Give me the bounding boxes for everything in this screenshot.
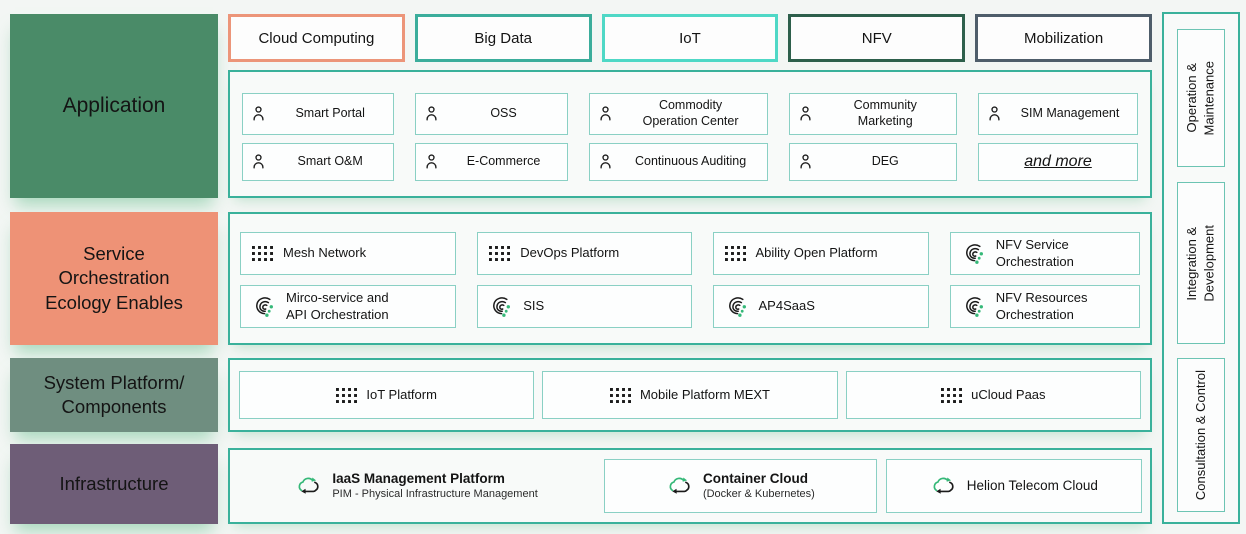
service-item-label: AP4SaaS [758, 298, 815, 314]
person-icon [423, 153, 440, 170]
platform-item-iot-platform: IoT Platform [239, 371, 535, 419]
grid-icon [724, 246, 746, 261]
grid-icon [609, 387, 631, 403]
grid-icon [252, 246, 273, 261]
sidebar-item-consultation-control: Consultation & Control [1177, 358, 1225, 512]
app-item-label: and more [1024, 152, 1092, 170]
category-big-data: Big Data [414, 14, 592, 62]
service-item-label: NFV Resources Orchestration [995, 290, 1088, 322]
app-item-label: SIM Management [1020, 105, 1120, 120]
service-item-ap4saas: AP4SaaS [712, 285, 929, 328]
service-item-mesh-network: Mesh Network [240, 232, 457, 275]
category-row: Cloud Computing Big Data IoT NFV Mobiliz… [228, 14, 1152, 62]
app-item-smart-oandm: Smart O&M [242, 142, 395, 181]
service-item-label: DevOps Platform [520, 245, 620, 261]
infra-item-title: IaaS Management Platform [332, 470, 505, 486]
service-item-label: Mirco-service and API Orchestration [286, 290, 389, 322]
person-icon [797, 105, 814, 122]
infra-item-title: Container Cloud [702, 470, 808, 486]
app-item-label: Commodity Operation Center [642, 98, 739, 128]
platform-item-mobile-platform-mext: Mobile Platform MEXT [542, 371, 838, 419]
app-item-commodity-operation-center: Commodity Operation Center [588, 93, 769, 135]
app-item-deg: DEG [789, 142, 958, 181]
infra-item-subtitle: (Docker & Kubernetes) [702, 487, 815, 500]
app-item-label: Smart O&M [297, 153, 363, 168]
cloud-sync-icon [666, 476, 693, 497]
person-icon [423, 105, 440, 122]
person-icon [797, 153, 814, 170]
swirl-icon [725, 295, 749, 319]
service-item-ability-open-platform: Ability Open Platform [712, 232, 929, 275]
service-item-sis: SIS [477, 285, 692, 328]
person-icon [597, 153, 614, 170]
platform-item-label: IoT Platform [366, 386, 437, 402]
service-item-devops-platform: DevOps Platform [477, 232, 692, 275]
app-item-smart-portal: Smart Portal [242, 93, 395, 135]
category-nfv: NFV [788, 14, 966, 62]
platform-item-label: Mobile Platform MEXT [639, 386, 771, 402]
swirl-icon [962, 242, 986, 266]
cloud-sync-icon [930, 476, 957, 497]
person-icon [250, 105, 267, 122]
category-mobilization: Mobilization [975, 14, 1152, 62]
swirl-icon [252, 295, 276, 319]
service-item-label: Mesh Network [283, 245, 367, 261]
service-item-nfv-resources-orchestration: NFV Resources Orchestration [949, 285, 1140, 328]
infra-item-iaas-management-platform: IaaS Management Platform PIM - Physical … [238, 459, 595, 513]
app-item-and-more: and more [978, 142, 1138, 181]
swirl-icon [489, 295, 513, 319]
app-item-label: OSS [490, 105, 517, 120]
service-item-micro-service-api-orchestration: Mirco-service and API Orchestration [240, 285, 457, 328]
category-cloud-computing: Cloud Computing [228, 14, 405, 62]
cloud-sync-icon [295, 476, 322, 497]
sidebar-item-operation-maintenance: Operation & Maintenance [1177, 29, 1225, 167]
app-item-label: DEG [871, 153, 899, 168]
app-item-oss: OSS [415, 93, 568, 135]
grid-icon [336, 387, 358, 403]
infra-item-subtitle: PIM - Physical Infrastructure Management [332, 487, 538, 500]
person-icon [250, 153, 267, 170]
infra-item-title: Helion Telecom Cloud [966, 477, 1098, 493]
person-icon [597, 105, 614, 122]
service-item-label: Ability Open Platform [755, 245, 878, 261]
application-items-container: Smart Portal OSS Commodity Operation Cen… [228, 70, 1152, 198]
layer-label-system-platform: System Platform/ Components [10, 358, 218, 432]
app-item-label: Continuous Auditing [634, 153, 747, 168]
platform-item-label: uCloud Paas [971, 386, 1046, 402]
swirl-icon [962, 295, 986, 319]
person-icon [986, 105, 1003, 122]
grid-icon [941, 387, 963, 403]
layer-label-application: Application [10, 14, 218, 198]
app-item-label: E-Commerce [466, 153, 541, 168]
app-item-community-marketing: Community Marketing [789, 93, 958, 135]
service-item-label: NFV Service Orchestration [995, 237, 1074, 269]
layer-label-infrastructure: Infrastructure [10, 444, 218, 524]
service-item-label: SIS [523, 298, 545, 314]
sidebar-item-label: Consultation & Control [1193, 369, 1209, 501]
service-item-nfv-service-orchestration: NFV Service Orchestration [949, 232, 1140, 275]
infra-item-helion-telecom-cloud: Helion Telecom Cloud [885, 459, 1142, 513]
platform-item-ucloud-paas: uCloud Paas [845, 371, 1141, 419]
layer-label-service-orchestration: Service Orchestration Ecology Enables [10, 212, 218, 345]
sidebar-item-label: Operation & Maintenance [1184, 60, 1217, 136]
app-item-continuous-auditing: Continuous Auditing [588, 142, 769, 181]
sidebar-item-integration-development: Integration & Development [1177, 182, 1225, 344]
infra-item-container-cloud: Container Cloud (Docker & Kubernetes) [604, 459, 877, 513]
app-item-sim-management: SIM Management [978, 93, 1138, 135]
infrastructure-items-container: IaaS Management Platform PIM - Physical … [228, 448, 1152, 524]
service-items-container: Mesh Network DevOps Platform Ability Ope… [228, 212, 1152, 345]
category-iot: IoT [601, 14, 779, 62]
app-item-label: Community Marketing [853, 98, 917, 128]
app-item-label: Smart Portal [295, 105, 365, 120]
app-item-e-commerce: E-Commerce [415, 142, 568, 181]
sidebar-item-label: Integration & Development [1184, 224, 1217, 302]
platform-items-container: IoT Platform Mobile Platform MEXT uCloud… [228, 358, 1152, 432]
grid-icon [489, 246, 511, 261]
right-sidebar: Operation & Maintenance Integration & De… [1162, 12, 1240, 524]
